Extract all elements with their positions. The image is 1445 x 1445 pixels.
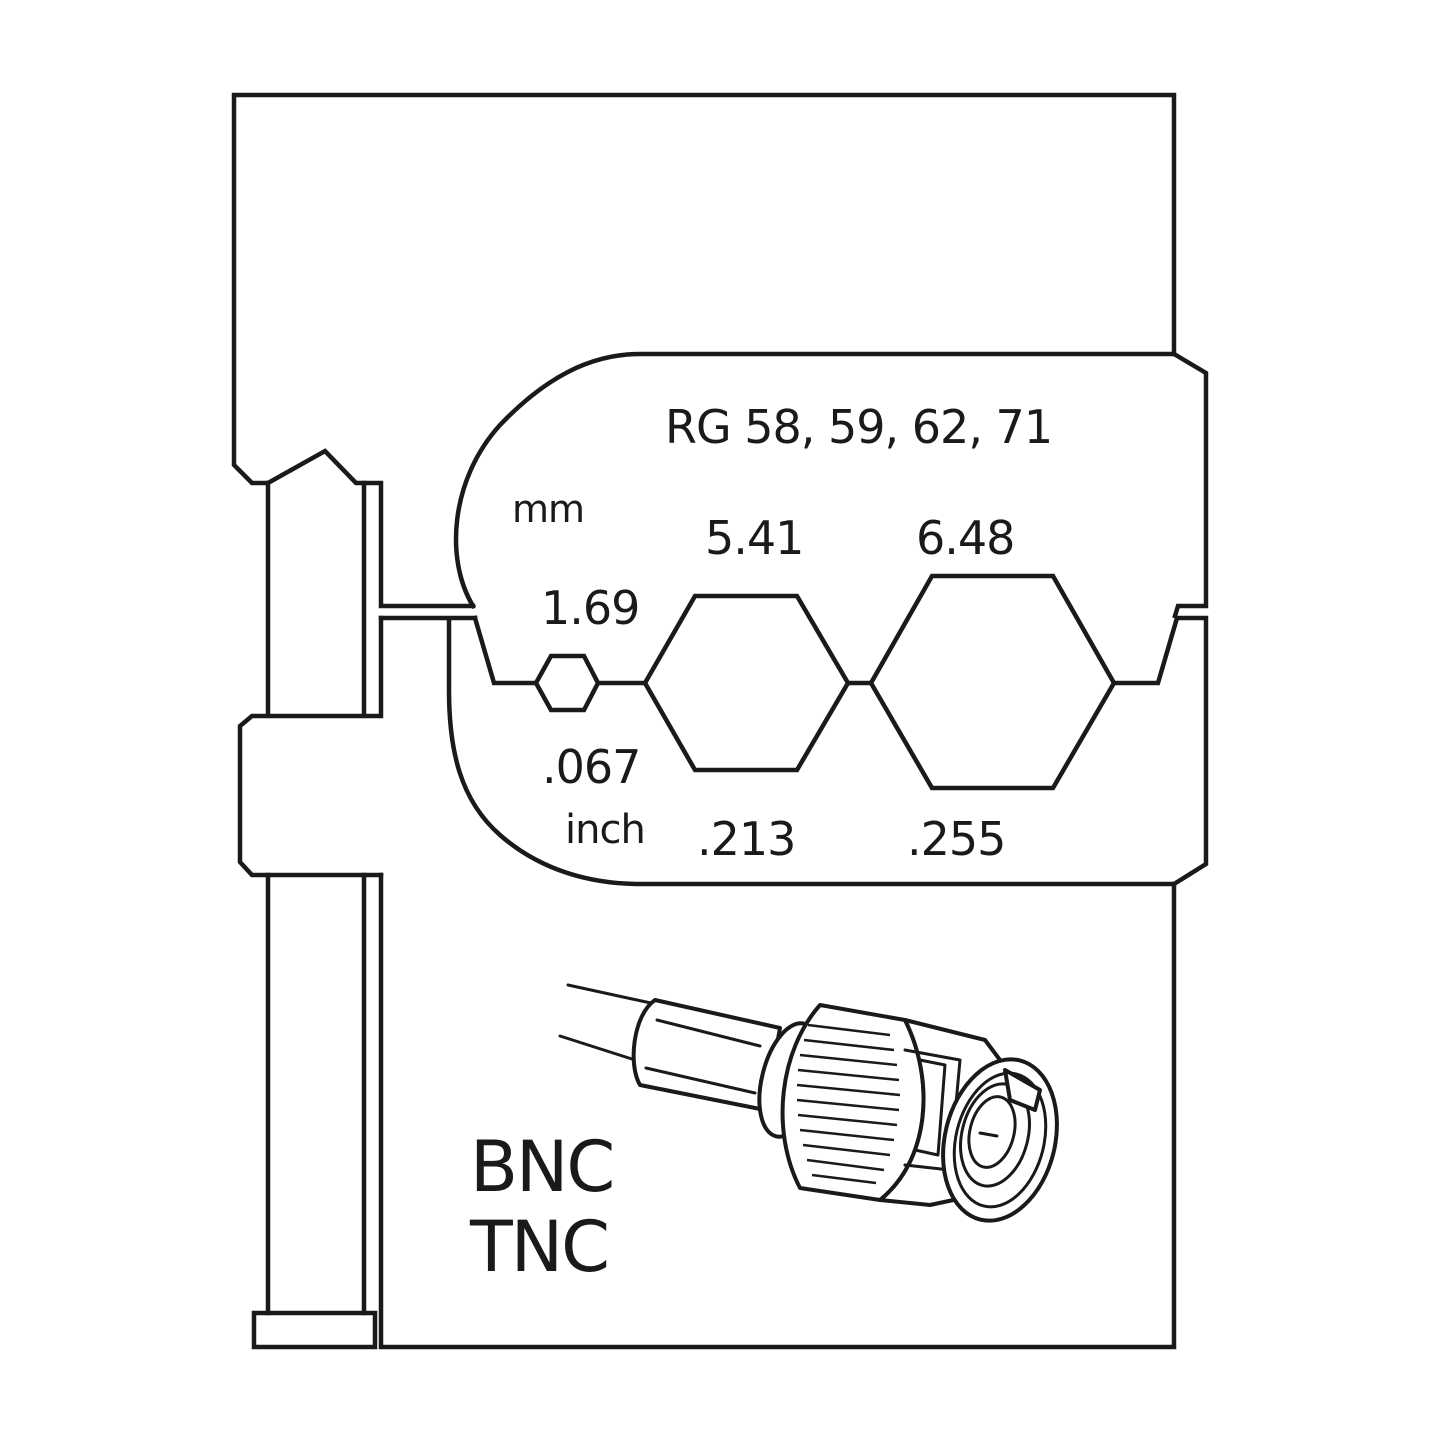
die-insert-lower: [378, 615, 1209, 887]
post-foot: [251, 1310, 378, 1350]
bnc-connector-icon: [558, 983, 1059, 1223]
crimp-cavity-profile: [472, 615, 1180, 686]
connector-type-tnc: TNC: [470, 1206, 610, 1288]
left-post-upper: [237, 480, 384, 878]
size-inch-medium: .213: [697, 812, 796, 866]
unit-label-inch: inch: [565, 807, 646, 853]
size-inch-large: .255: [907, 812, 1006, 866]
connector-type-bnc: BNC: [470, 1126, 615, 1208]
size-mm-large: 6.48: [916, 511, 1015, 565]
hex-cavity-small: [533, 653, 601, 713]
die-insert-upper: [453, 351, 1209, 619]
size-mm-small: 1.69: [541, 581, 640, 635]
upper-die-plate: [231, 92, 1177, 609]
size-mm-medium: 5.41: [705, 511, 804, 565]
left-post-lower: [265, 872, 1177, 1350]
hex-cavity-large: [868, 573, 1117, 791]
hex-cavity-medium: [642, 593, 851, 773]
cable-types-title: RG 58, 59, 62, 71: [665, 400, 1053, 454]
unit-label-mm: mm: [512, 487, 585, 531]
size-inch-small: .067: [542, 740, 641, 794]
